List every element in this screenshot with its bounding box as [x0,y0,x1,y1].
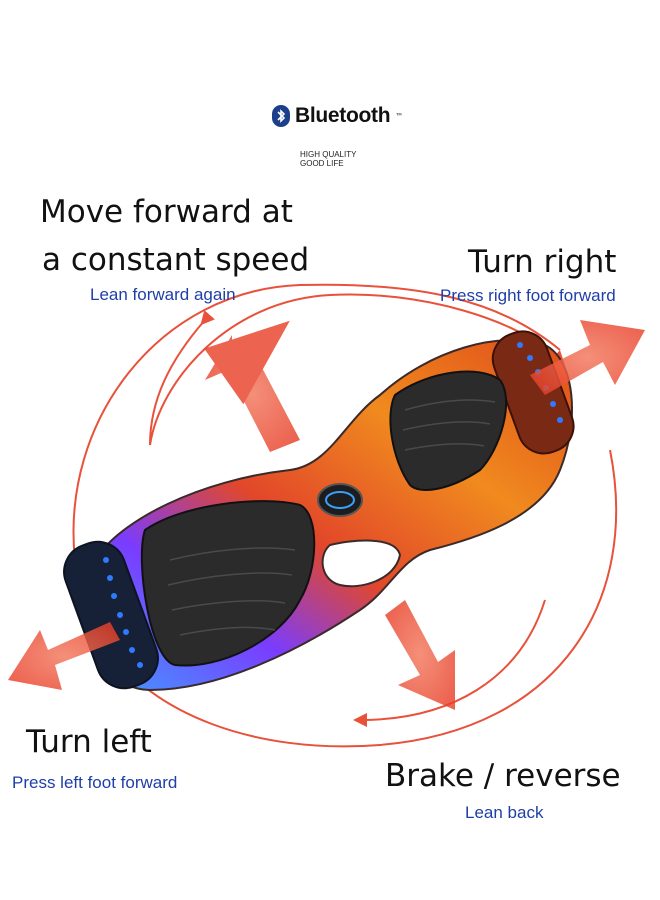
brand-name: Bluetooth [295,104,391,127]
arc-top [149,293,565,446]
left-label: Turn left [26,724,152,760]
direction-arrows [8,320,645,710]
forward-label-line-2: a constant speed [42,242,310,278]
left-foot-pad [140,500,316,667]
right-arrow [530,320,645,395]
tagline-line-2: GOOD LIFE [300,159,344,168]
rotation-arcs [72,283,618,748]
brake-label: Brake / reverse [385,758,621,794]
forward-label-line-1: Move forward at [40,194,293,230]
arc-inner-bottom [353,599,546,727]
right-foot-pad [389,370,508,491]
tagline-line-1: HIGH QUALITY [300,150,357,159]
hoverboard [63,330,575,692]
bluetooth-brand: Bluetooth ™ [272,104,403,128]
brand-trademark: ™ [395,111,404,121]
left-hint: Press left foot forward [12,773,178,792]
bluetooth-icon [272,105,290,127]
handle [321,539,402,588]
center-hub [317,483,363,517]
arc-inner-left [149,310,215,446]
brand-tagline: HIGH QUALITY GOOD LIFE [300,150,356,168]
forward-hint: Lean forward again [90,285,236,304]
right-hint: Press right foot forward [440,286,616,305]
arc-outer-bottom [109,449,618,748]
left-arrow [8,622,120,690]
brake-hint: Lean back [465,803,544,822]
forward-arrowhead [204,320,290,405]
brake-arrow [385,600,455,710]
right-label: Turn right [468,244,617,280]
arc-outer-top [72,283,561,561]
